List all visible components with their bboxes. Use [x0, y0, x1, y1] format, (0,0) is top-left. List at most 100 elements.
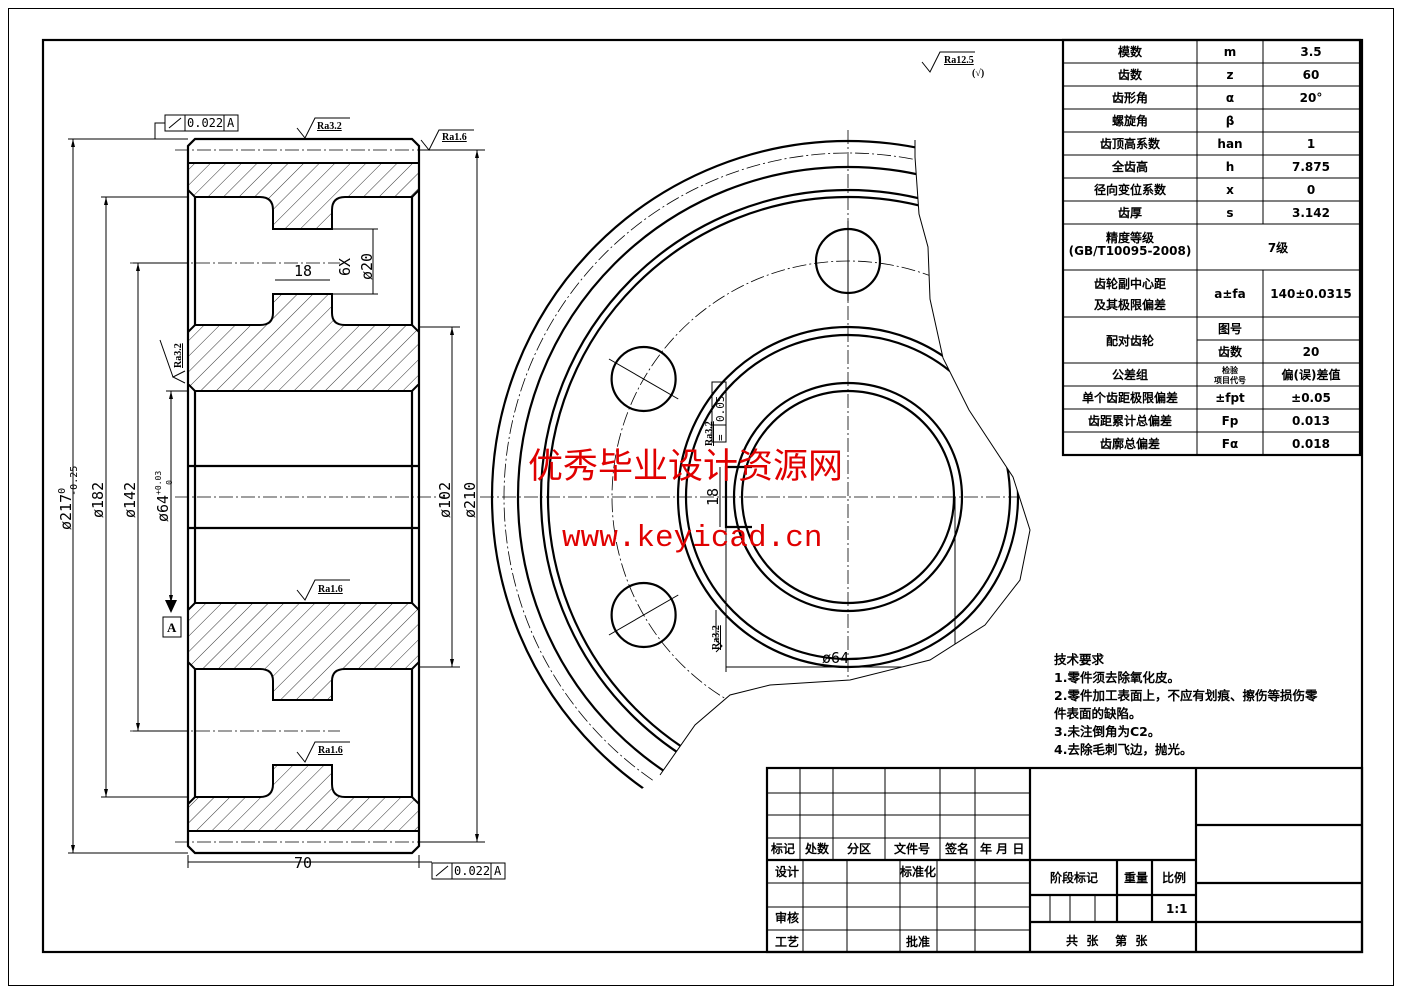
param-symbol: x [1226, 183, 1234, 197]
roughness-note: (√) [972, 68, 984, 79]
roughness-icon [159, 339, 186, 384]
dim-d217: ø2170-0.25 [57, 466, 80, 530]
note-line: 2.零件加工表面上，不应有划痕、擦伤等损伤零 [1054, 688, 1318, 703]
title-block [765, 766, 1364, 954]
deviation-value: 0.013 [1292, 414, 1330, 428]
dim-d142: ø142 [121, 482, 139, 518]
drawing-frame [41, 38, 1364, 954]
param-value: 0 [1307, 183, 1315, 197]
tb-review: 审核 [775, 910, 799, 925]
watermark-cn: 优秀毕业设计资源网 [528, 447, 843, 487]
param-name: 齿数 [1118, 67, 1143, 82]
param-name: 螺旋角 [1112, 113, 1148, 128]
dim-holes-count: 6X [336, 258, 354, 276]
param-symbol: α [1226, 91, 1234, 105]
dim-d102: ø102 [436, 482, 454, 518]
arrow [450, 659, 454, 667]
tb-approve: 批准 [906, 934, 930, 949]
note-line: 件表面的缺陷。 [1054, 706, 1142, 721]
tb-zone: 分区 [847, 841, 871, 856]
arrow [450, 327, 454, 335]
roughness-label: Ra3.2 [704, 421, 715, 446]
bolt-hole [814, 699, 882, 767]
title-block-labels: 标记 处数 分区 文件号 签名 年 月 日 设计 标准化 审核 工艺 批准 阶段… [770, 841, 1188, 949]
roughness-label: Ra3.2 [173, 343, 184, 368]
tb-sign: 签名 [944, 841, 969, 856]
runout-icon [435, 865, 449, 877]
datum-label: A [167, 620, 177, 635]
roughness-label: Ra1.6 [318, 745, 343, 756]
deviation-value: 0.018 [1292, 437, 1330, 451]
tb-date: 年 月 日 [980, 841, 1024, 856]
roughness-icon [296, 117, 350, 139]
roughness-label: Ra12.5 [944, 55, 974, 66]
datum-a: A [162, 600, 182, 638]
tb-design: 设计 [775, 864, 799, 879]
param-name: 模数 [1118, 44, 1143, 59]
section-view [68, 51, 975, 868]
hole-center-line [608, 594, 679, 636]
roughness-icon [420, 129, 474, 151]
param-name: 齿顶高系数 [1100, 136, 1161, 151]
runout-frame-bottom: 0.022 A [431, 862, 506, 880]
center-distance-value: 140±0.0315 [1270, 287, 1351, 301]
param-name: 齿形角 [1112, 90, 1148, 105]
note-line: 1.零件须去除氧化皮。 [1054, 670, 1180, 685]
arrow [136, 723, 140, 731]
tb-scale: 1:1 [1166, 902, 1188, 916]
param-value: 3.142 [1292, 206, 1330, 220]
runout-value: 0.022 [187, 116, 223, 130]
tb-docno: 文件号 [894, 841, 930, 856]
tb-mark: 标记 [770, 841, 795, 856]
tb-stage: 阶段标记 [1050, 870, 1098, 885]
param-value: 60 [1303, 68, 1320, 82]
tb-process: 工艺 [775, 934, 799, 949]
technical-requirements: 技术要求 1.零件须去除氧化皮。 2.零件加工表面上，不应有划痕、擦伤等损伤零 … [1054, 652, 1318, 757]
center-distance-label: 及其极限偏差 [1094, 297, 1166, 312]
precision-label: (GB/T10095-2008) [1069, 244, 1192, 258]
hatched-section [187, 293, 420, 392]
mating-drawing-label: 图号 [1218, 321, 1242, 336]
roughness-icon [921, 51, 975, 73]
param-name: 径向变位系数 [1094, 182, 1167, 197]
param-value: 3.5 [1300, 45, 1321, 59]
arrow [136, 263, 140, 271]
hole-center-line [1017, 358, 1030, 400]
tb-count: 处数 [804, 841, 830, 856]
arrow [104, 197, 108, 205]
symmetry-value: 0.05 [714, 396, 727, 423]
notes-title: 技术要求 [1054, 652, 1105, 667]
dim-web: 18 [294, 262, 312, 280]
center-distance-symbol: a±fa [1214, 287, 1245, 301]
tolerance-item-label: 检验 [1222, 365, 1239, 375]
table-border [1061, 38, 1362, 457]
arrow [104, 789, 108, 797]
param-name: 齿厚 [1118, 205, 1142, 220]
deviation-value: ±0.05 [1291, 391, 1331, 405]
gear-outline [186, 137, 421, 855]
param-symbol: z [1227, 68, 1234, 82]
arrow [71, 139, 75, 147]
hatched-section [187, 602, 420, 701]
param-value: 20° [1300, 91, 1323, 105]
deviation-symbol: Fα [1222, 437, 1238, 451]
deviation-symbol: ±fpt [1215, 391, 1245, 405]
dim-holes-dia: ø20 [358, 253, 376, 280]
runout-value: 0.022 [454, 864, 490, 878]
arrow [475, 834, 479, 842]
runout-frame-top: 0.022 A [154, 114, 239, 139]
hole-center-line [608, 358, 679, 400]
roughness-icon [296, 741, 350, 763]
keyway [724, 465, 752, 529]
bolt-hole [1019, 581, 1030, 649]
bolt-hole [610, 581, 677, 649]
tolerance-deviation-label: 偏(误)差值 [1282, 367, 1341, 382]
hatched-section [187, 162, 420, 230]
tb-sheets: 共 张 第 张 [1066, 933, 1148, 948]
hole-center-line [1017, 594, 1030, 636]
tb-scale-label: 比例 [1162, 870, 1186, 885]
tolerance-item-label: 项目代号 [1214, 375, 1246, 385]
